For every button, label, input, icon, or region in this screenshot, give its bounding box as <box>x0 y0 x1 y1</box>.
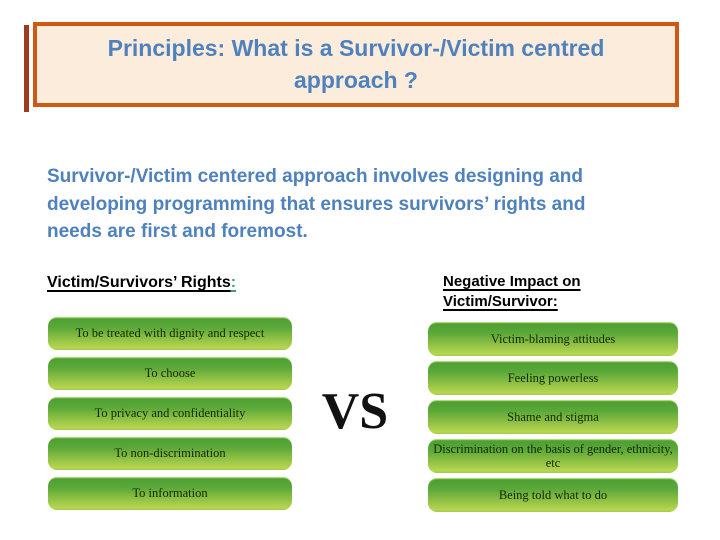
list-item: Discrimination on the basis of gender, e… <box>428 439 678 473</box>
vs-label: VS <box>321 383 389 440</box>
list-item: To non-discrimination <box>48 437 292 470</box>
intro-paragraph: Survivor-/Victim centered approach invol… <box>47 166 586 243</box>
negative-impact-heading-line2: Victim/Survivor: <box>443 293 558 311</box>
accent-bar <box>24 25 29 112</box>
list-item: Being told what to do <box>428 478 678 512</box>
rights-list: To be treated with dignity and respect T… <box>48 317 292 510</box>
list-item: Feeling powerless <box>428 361 678 395</box>
negative-impact-heading: Negative Impact on Victim/Survivor: <box>443 272 581 313</box>
list-item: Shame and stigma <box>428 400 678 434</box>
slide-title: Principles: What is a Survivor-/Victim c… <box>107 35 605 93</box>
rights-heading-colon: : <box>230 274 237 291</box>
list-item: To privacy and confidentiality <box>48 397 292 430</box>
title-box: Principles: What is a Survivor-/Victim c… <box>33 22 679 107</box>
list-item: Victim-blaming attitudes <box>428 322 678 356</box>
negative-impact-list: Victim-blaming attitudes Feeling powerle… <box>428 322 678 512</box>
rights-heading-text: Victim/Survivors’ Rights <box>47 274 231 291</box>
negative-impact-heading-line1: Negative Impact on <box>443 273 581 290</box>
list-item: To be treated with dignity and respect <box>48 317 292 350</box>
list-item: To information <box>48 477 292 510</box>
list-item: To choose <box>48 357 292 390</box>
rights-heading: Victim/Survivors’ Rights: <box>47 274 236 292</box>
